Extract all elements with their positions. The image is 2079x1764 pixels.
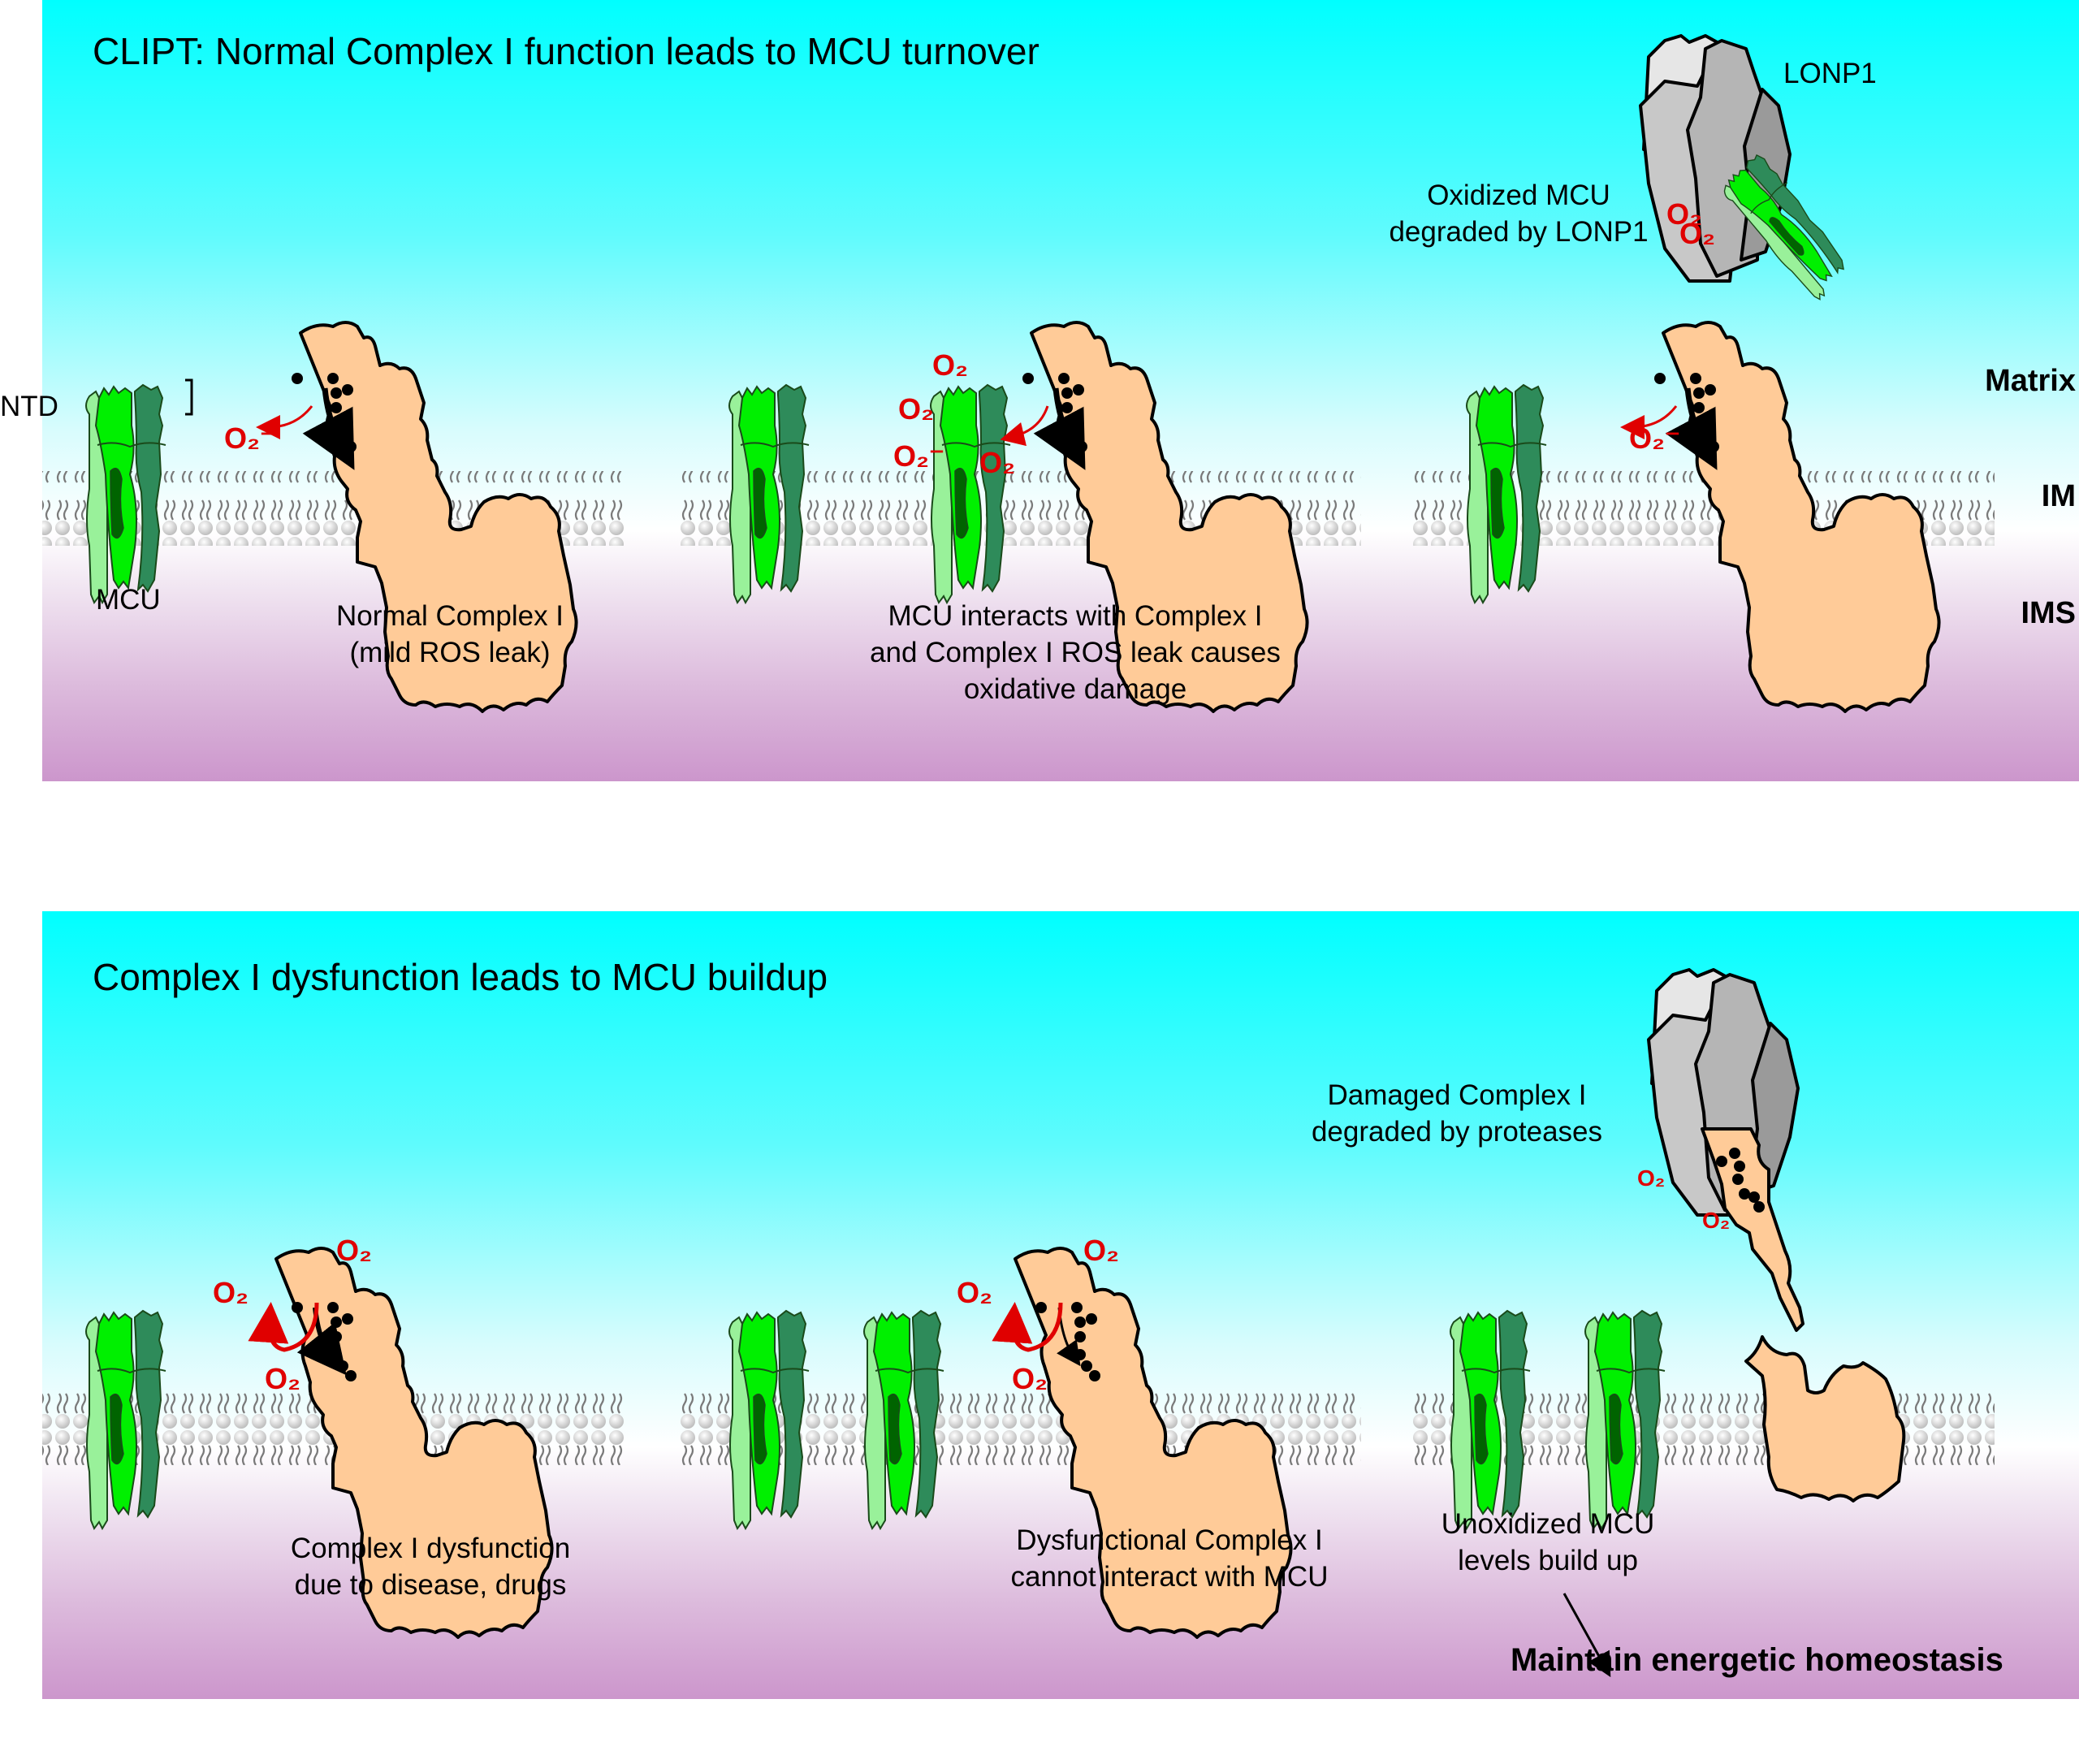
superoxide-label: O₂⁻ <box>1629 422 1680 455</box>
ntd-label: NTD <box>0 391 58 422</box>
oxidation-label: O₂ <box>1012 1362 1048 1395</box>
ros-damage-arrow <box>1000 405 1049 447</box>
ros-leak-arrow <box>1620 405 1678 439</box>
oxidation-label: O₂ <box>265 1362 300 1395</box>
ros-leak-arrow <box>256 405 313 439</box>
oxidation-label: O₂ <box>1083 1234 1119 1267</box>
oxidation-label: O₂ <box>1679 217 1715 250</box>
oxidation-label: O₂ <box>898 392 934 426</box>
oxidation-label: O₂ <box>336 1234 372 1267</box>
zone-label-matrix: Matrix <box>1985 364 2076 398</box>
damaged-complex-i-fragment <box>1701 1127 1805 1332</box>
ros-recycle-arrow <box>992 1302 1063 1352</box>
zone-label-ims: IMS <box>2021 596 2076 630</box>
scene1-caption: Normal Complex I (mild ROS leak) <box>335 600 564 668</box>
oxidation-label: O₂ <box>957 1276 992 1309</box>
oxidation-label: O₂ <box>979 446 1015 479</box>
oxidation-label: O₂ <box>1637 1165 1665 1191</box>
outcome-label: Maintain energetic homeostasis <box>1511 1642 2003 1678</box>
scene2-caption: MCU interacts with Complex I and Complex… <box>870 600 1281 705</box>
oxidation-label: O₂ <box>1702 1208 1730 1233</box>
superoxide-label: O₂⁻ <box>893 439 944 473</box>
panel-bottom-title: Complex I dysfunction leads to MCU build… <box>93 956 828 998</box>
panel-top-title: CLIPT: Normal Complex I function leads t… <box>93 30 1040 72</box>
zone-label-im: IM <box>2041 479 2076 513</box>
scene1-caption: Complex I dysfunction due to disease, dr… <box>290 1533 571 1601</box>
oxidation-label: O₂ <box>1666 197 1702 231</box>
lonp1-label: LONP1 <box>1783 58 1877 89</box>
scene3-caption-buildup: Unoxidized MCU levels build up <box>1441 1508 1655 1576</box>
superoxide-label: O₂⁻ <box>224 422 275 455</box>
ros-recycle-arrow <box>248 1302 319 1352</box>
ntd-bracket <box>185 378 193 416</box>
scene3-caption-degraded: Damaged Complex I degraded by proteases <box>1311 1079 1603 1148</box>
oxidation-label: O₂ <box>932 348 968 382</box>
outcome-arrow <box>1562 1593 1611 1678</box>
electron-flow-arrow <box>1033 387 1086 470</box>
mcu-label: MCU <box>96 584 161 616</box>
electron-dots <box>1716 1148 1765 1213</box>
electron-flow-arrow <box>1665 387 1718 470</box>
electron-flow-arrow <box>302 387 355 470</box>
oxidation-label: O₂ <box>213 1276 249 1309</box>
scene3-caption: Oxidized MCU degraded by LONP1 <box>1389 179 1649 248</box>
scene2-caption: Dysfunctional Complex I cannot interact … <box>1010 1524 1329 1593</box>
